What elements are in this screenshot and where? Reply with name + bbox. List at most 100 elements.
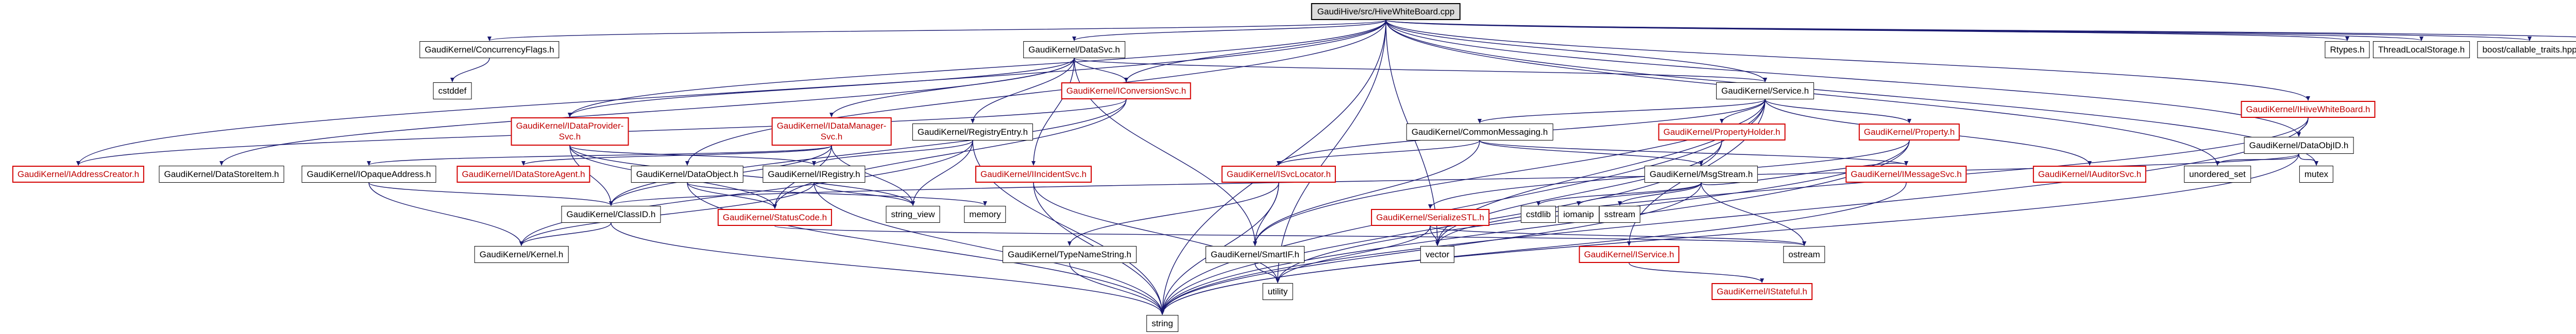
node-dataobject[interactable]: GaudiKernel/DataObject.h	[631, 166, 744, 183]
node-iopaqueaddress[interactable]: GaudiKernel/IOpaqueAddress.h	[301, 166, 436, 183]
include-edge	[773, 99, 1127, 209]
include-edge	[219, 58, 1075, 166]
node-cstddef[interactable]: cstddef	[433, 82, 472, 100]
include-edge	[2298, 153, 2318, 166]
include-edge	[971, 58, 1075, 124]
include-edge	[1435, 140, 1722, 246]
include-edge	[1385, 20, 2349, 41]
include-edge	[1479, 140, 1703, 166]
node-sstream[interactable]: sstream	[1599, 206, 1641, 223]
node-iregistry[interactable]: GaudiKernel/IRegistry.h	[762, 166, 866, 183]
include-edge	[368, 182, 523, 246]
node-string_view[interactable]: string_view	[886, 206, 940, 223]
include-edge	[1536, 182, 1702, 206]
node-iconversionsvc[interactable]: GaudiKernel/IConversionSvc.h	[1061, 82, 1192, 100]
include-edge	[1124, 20, 1386, 82]
node-property[interactable]: GaudiKernel/Property.h	[1858, 124, 1960, 141]
node-mutex[interactable]: mutex	[2299, 166, 2334, 183]
node-iauditorsvc[interactable]: GaudiKernel/IAuditorSvc.h	[2032, 166, 2147, 183]
node-commonmessaging[interactable]: GaudiKernel/CommonMessaging.h	[1406, 124, 1553, 141]
include-edge	[1253, 140, 1480, 246]
include-edge	[519, 140, 973, 246]
include-edge	[487, 20, 1386, 41]
include-edge	[450, 58, 490, 82]
node-threadlocalstorage[interactable]: ThreadLocalStorage.h	[2372, 41, 2470, 59]
include-edge	[368, 182, 613, 206]
include-edge	[1629, 262, 1764, 283]
node-ihivewhiteboard[interactable]: GaudiKernel/IHiveWhiteBoard.h	[2241, 101, 2376, 118]
include-edge	[1430, 225, 1806, 246]
node-utility[interactable]: utility	[1262, 283, 1293, 301]
node-idatastoreagent[interactable]: GaudiKernel/IDataStoreAgent.h	[456, 166, 590, 183]
include-edge	[568, 20, 1386, 117]
include-edge	[1069, 262, 1164, 315]
include-edge	[1385, 20, 2532, 41]
include-edge	[1765, 99, 1911, 124]
node-cstdlib[interactable]: cstdlib	[1520, 206, 1556, 223]
include-edge	[1033, 182, 1280, 283]
node-smartif[interactable]: GaudiKernel/SmartIF.h	[1206, 246, 1304, 263]
include-edge	[1253, 182, 1279, 246]
node-datasvc[interactable]: GaudiKernel/DataSvc.h	[1023, 41, 1125, 59]
node-registryentry[interactable]: GaudiKernel/RegistryEntry.h	[912, 124, 1033, 141]
include-edge	[1074, 58, 1767, 82]
node-kernel[interactable]: GaudiKernel/Kernel.h	[474, 246, 569, 263]
include-edge	[1385, 20, 2301, 137]
include-edge	[1577, 182, 1702, 206]
include-edge	[521, 145, 832, 166]
node-iaddresscreator[interactable]: GaudiKernel/IAddressCreator.h	[12, 166, 145, 183]
include-edge	[1701, 182, 1806, 246]
include-edge	[367, 145, 832, 166]
include-edge	[611, 222, 1164, 315]
node-msgstream[interactable]: GaudiKernel/MsgStream.h	[1644, 166, 1758, 183]
node-datastoreitem[interactable]: GaudiKernel/DataStoreItem.h	[159, 166, 284, 183]
node-iincidentsvc[interactable]: GaudiKernel/IIncidentSvc.h	[975, 166, 1092, 183]
include-edge	[1277, 140, 1480, 166]
include-edge	[1385, 20, 2424, 41]
node-isvclocator[interactable]: GaudiKernel/ISvcLocator.h	[1221, 166, 1336, 183]
node-ostream[interactable]: ostream	[1783, 246, 1825, 263]
node-serializestl[interactable]: GaudiKernel/SerializeSTL.h	[1371, 209, 1489, 226]
node-service[interactable]: GaudiKernel/Service.h	[1716, 82, 1815, 100]
include-edge	[569, 145, 816, 166]
node-imessagesvc[interactable]: GaudiKernel/IMessageSvc.h	[1845, 166, 1967, 183]
node-iservice[interactable]: GaudiKernel/IService.h	[1579, 246, 1680, 263]
node-string[interactable]: string	[1146, 315, 1178, 332]
node-istateful[interactable]: GaudiKernel/IStateful.h	[1711, 283, 1812, 301]
node-boost_callable_traits[interactable]: boost/callable_traits.hpp	[2477, 41, 2576, 59]
include-edge	[774, 225, 1806, 246]
node-vector[interactable]: vector	[1420, 246, 1455, 263]
include-edge	[829, 58, 1075, 117]
node-typenamestring[interactable]: GaudiKernel/TypeNameString.h	[1002, 246, 1137, 263]
include-edge	[1031, 58, 1075, 166]
node-idatamanagersvc[interactable]: GaudiKernel/IDataManager- Svc.h	[771, 117, 892, 146]
include-edge	[687, 182, 777, 209]
include-edge	[2215, 153, 2299, 166]
node-rtypes[interactable]: Rtypes.h	[2325, 41, 2370, 59]
node-propertyholder[interactable]: GaudiKernel/PropertyHolder.h	[1658, 124, 1786, 141]
node-root[interactable]: GaudiHive/src/HiveWhiteBoard.cpp	[1311, 3, 1461, 21]
include-edge	[1385, 20, 1767, 82]
node-dataobjid[interactable]: GaudiKernel/DataObjID.h	[2244, 137, 2354, 154]
include-edge	[1255, 262, 1280, 283]
node-iomanip[interactable]: iomanip	[1558, 206, 1599, 223]
include-edge	[687, 182, 987, 206]
include-edge	[1618, 182, 1702, 206]
include-edge	[1072, 20, 1386, 41]
node-statuscode[interactable]: GaudiKernel/StatusCode.h	[717, 209, 833, 226]
node-idataprovidersvc[interactable]: GaudiKernel/IDataProvider- Svc.h	[511, 117, 629, 146]
include-edge	[1430, 225, 1439, 246]
include-edge	[1385, 20, 2310, 101]
include-edge	[1385, 20, 2318, 166]
node-memory[interactable]: memory	[964, 206, 1006, 223]
include-edge	[1478, 99, 1766, 124]
include-edge	[1067, 182, 1279, 246]
include-edge	[2297, 117, 2309, 137]
include-edge	[519, 222, 612, 246]
include-edge	[568, 58, 1075, 117]
node-unordered_set[interactable]: unordered_set	[2184, 166, 2251, 183]
include-edge	[911, 140, 973, 206]
node-classid[interactable]: GaudiKernel/ClassID.h	[561, 206, 661, 223]
node-concurrencyflags[interactable]: GaudiKernel/ConcurrencyFlags.h	[419, 41, 560, 59]
